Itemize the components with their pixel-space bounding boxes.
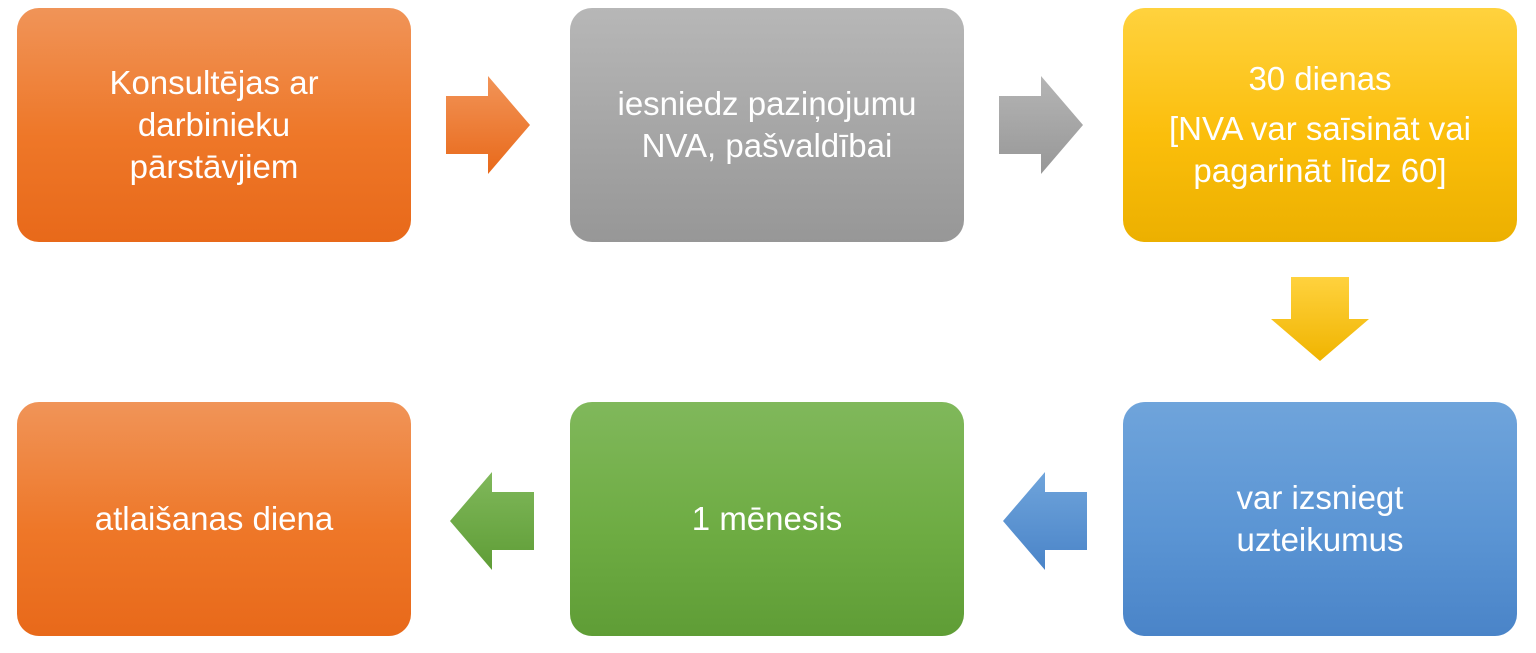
step-box-issue-notices: var izsniegt uzteikumus (1123, 402, 1517, 636)
step-box-dismissal-day: atlaišanas diena (17, 402, 411, 636)
step-box-30-days: 30 dienas [NVA var saīsināt vai pagarinā… (1123, 8, 1517, 242)
step-text: pārstāvjiem (129, 148, 299, 186)
step-text: uzteikumus (1236, 521, 1404, 558)
step-text: pagarināt līdz 60] (1193, 152, 1447, 190)
step-text: Konsultējas ar (109, 63, 319, 101)
step-box-1-month: 1 mēnesis (570, 402, 964, 636)
step-text: NVA, pašvaldībai (641, 127, 893, 164)
arrow-left-icon (450, 472, 534, 570)
step-text: iesniedz paziņojumu (617, 84, 917, 122)
step-box-submit-notice: iesniedz paziņojumu NVA, pašvaldībai (570, 8, 964, 242)
step-text: 30 dienas (1248, 59, 1392, 97)
arrow-left-icon (1003, 472, 1087, 570)
arrow-down-icon (1271, 277, 1369, 361)
step-box-consult-representatives: Konsultējas ar darbinieku pārstāvjiem (17, 8, 411, 242)
step-text: atlaišanas diena (94, 499, 334, 537)
step-text: var izsniegt (1236, 478, 1404, 516)
step-text: 1 mēnesis (691, 499, 843, 537)
step-text: [NVA var saīsināt vai (1168, 109, 1471, 147)
arrow-right-icon (446, 76, 530, 174)
arrow-right-icon (999, 76, 1083, 174)
step-text: darbinieku (137, 105, 291, 143)
